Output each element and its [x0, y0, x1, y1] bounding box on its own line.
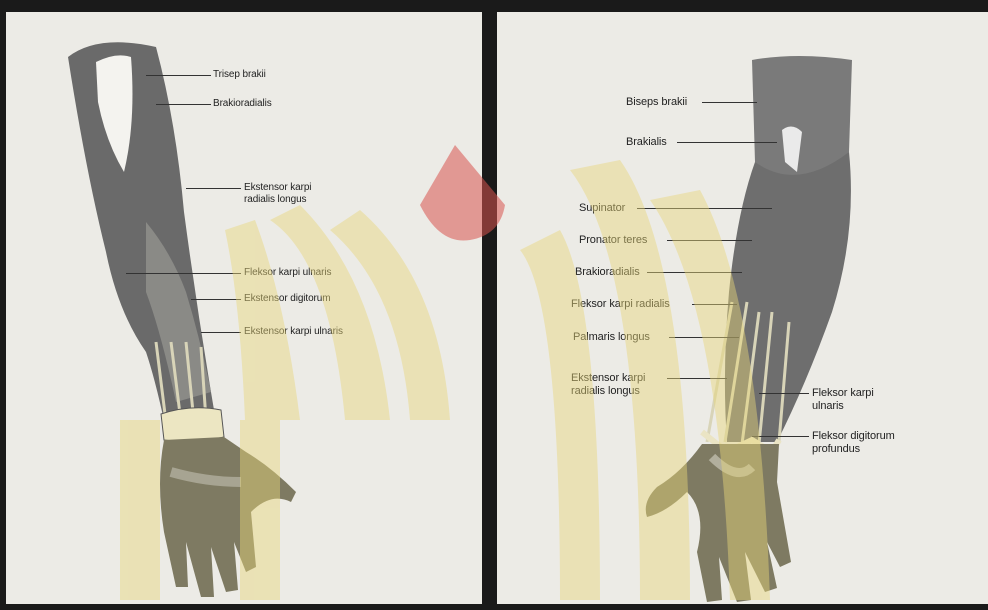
- leader-line: [156, 104, 211, 105]
- label-fleksor-karpi-ulnaris: Fleksor karpi ulnaris: [244, 267, 331, 279]
- leader-line: [759, 393, 809, 394]
- label-supinator: Supinator: [579, 202, 625, 215]
- label-ekstensor-karpi-radialis-longus: Ekstensor karpi radialis longus: [244, 182, 344, 205]
- label-biseps-brakii: Biseps brakii: [626, 96, 687, 109]
- label-fleksor-karpi-radialis: Fleksor karpi radialis: [571, 298, 670, 311]
- label-brakioradialis: Brakioradialis: [213, 98, 272, 110]
- leader-line: [669, 337, 739, 338]
- leader-line: [201, 332, 241, 333]
- label-ekstensor-karpi-ulnaris: Ekstensor karpi ulnaris: [244, 326, 343, 338]
- right-figure-panel: Biseps brakii Brakialis Supinator Pronat…: [497, 12, 988, 604]
- label-fleksor-karpi-ulnaris: Fleksor karpi ulnaris: [812, 387, 902, 412]
- leader-line: [702, 102, 757, 103]
- leader-line: [647, 272, 742, 273]
- label-fleksor-digitorum-profundus: Fleksor digitorum profundus: [812, 430, 922, 455]
- leader-line: [191, 299, 241, 300]
- leader-line: [667, 240, 752, 241]
- label-ekstensor-karpi-radialis-longus: Ekstensor karpi radialis longus: [571, 372, 671, 397]
- leader-line: [186, 188, 241, 189]
- label-ekstensor-digitorum: Ekstensor digitorum: [244, 293, 330, 305]
- leader-line: [677, 142, 777, 143]
- leader-line: [637, 208, 772, 209]
- leader-line: [692, 304, 737, 305]
- left-figure-panel: Trisep brakii Brakioradialis Ekstensor k…: [6, 12, 482, 604]
- leader-line: [752, 436, 809, 437]
- label-brakioradialis: Brakioradialis: [575, 266, 640, 279]
- leader-line: [126, 273, 241, 274]
- label-trisep-brakii: Trisep brakii: [213, 69, 266, 81]
- label-brakialis: Brakialis: [626, 136, 667, 149]
- leader-line: [667, 378, 727, 379]
- label-pronator-teres: Pronator teres: [579, 234, 647, 247]
- label-palmaris-longus: Palmaris longus: [573, 331, 650, 344]
- leader-line: [146, 75, 211, 76]
